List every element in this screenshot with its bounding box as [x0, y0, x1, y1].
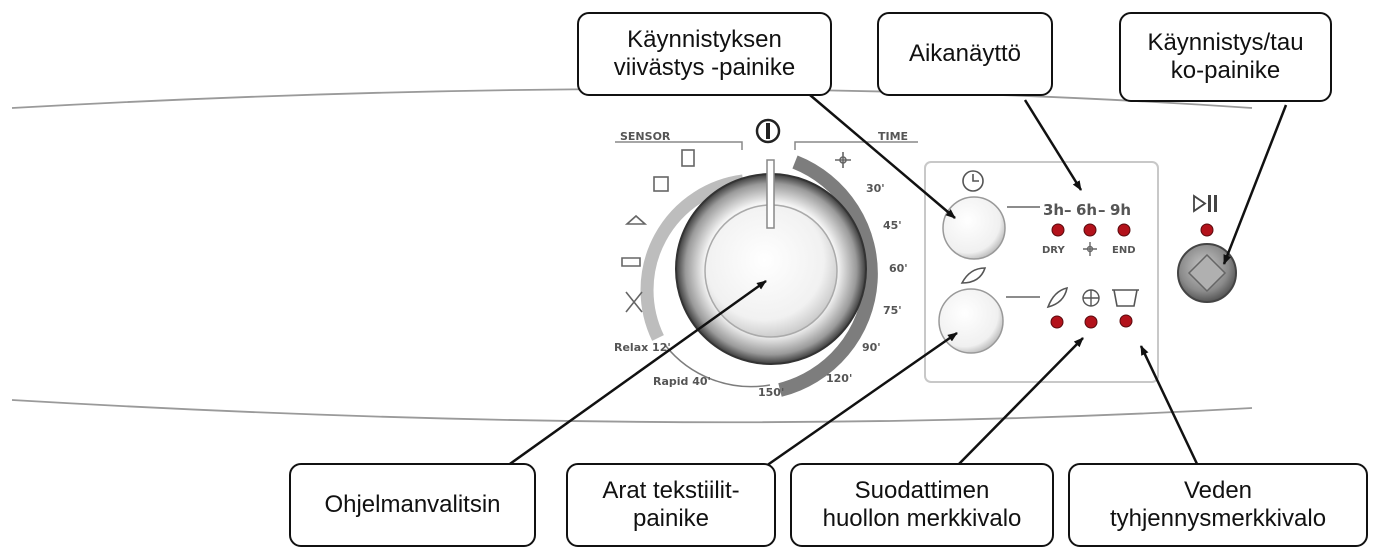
- delay-9h-label: 9h: [1110, 201, 1131, 219]
- delay-6h-label: 6h: [1076, 201, 1097, 219]
- cupboard-dry-icon: [681, 149, 695, 167]
- arrow-start-pause: [1222, 104, 1288, 265]
- time-arc: [778, 155, 878, 397]
- start-pause-callout-line-1: Käynnistys/tau: [1147, 29, 1304, 56]
- led-9h: [1117, 223, 1131, 237]
- sensor-program-icons: [621, 149, 695, 313]
- arrow-delicate-button: [765, 331, 958, 468]
- delicate-button-callout-line-2: painike: [632, 505, 710, 532]
- time-bracket: [794, 141, 918, 150]
- delicate-textiles-button[interactable]: [938, 288, 1004, 354]
- power-icon: [755, 118, 781, 144]
- start-button-diamond: [1187, 253, 1227, 293]
- delay-button-callout: Käynnistyksen viivästys -painike: [577, 12, 832, 96]
- iron-dry-icon: [621, 257, 641, 267]
- time-mark-30: 30': [866, 182, 885, 195]
- delay-start-button[interactable]: [942, 196, 1006, 260]
- synthetic-icon: [625, 291, 643, 313]
- time-mark-60: 60': [889, 262, 908, 275]
- rapid-label: Rapid 40': [653, 375, 711, 388]
- start-pause-callout: Käynnistys/tau ko-painike: [1119, 12, 1332, 102]
- clock-icon: [962, 170, 984, 192]
- quick-arc-outline: [664, 344, 771, 388]
- time-display-callout-line-1: Aikanäyttö: [908, 40, 1022, 67]
- sensor-label: SENSOR: [620, 130, 671, 143]
- time-mark-120: 120': [826, 372, 852, 385]
- delay-button-callout-line-2: viivästys -painike: [613, 54, 796, 81]
- time-mark-150: 150': [758, 386, 784, 399]
- led-6h: [1083, 223, 1097, 237]
- delay-sep-2: –: [1098, 201, 1106, 219]
- relax-label: Relax 12': [614, 341, 671, 354]
- delicate-feather-icon: [960, 267, 987, 284]
- filter-light-callout-line-1: Suodattimen: [854, 477, 990, 504]
- dial-scale: [615, 141, 918, 397]
- cool-fan-icon: [835, 152, 851, 168]
- play-pause-icon: [1193, 194, 1217, 213]
- delay-button-callout-line-1: Käynnistyksen: [627, 26, 782, 53]
- indicator-leds: [1050, 223, 1214, 329]
- time-mark-45: 45': [883, 219, 902, 232]
- delicate-button-callout-line-1: Arat tekstiilit-: [602, 477, 740, 504]
- sensor-arc: [640, 174, 744, 341]
- sensor-bracket: [615, 141, 743, 150]
- end-label: END: [1112, 245, 1136, 256]
- led-drain: [1119, 314, 1133, 328]
- led-filter: [1084, 315, 1098, 329]
- time-display-callout: Aikanäyttö: [877, 12, 1053, 96]
- drain-light-callout: Veden tyhjennysmerkkivalo: [1068, 463, 1368, 547]
- delay-sep-1: –: [1064, 201, 1072, 219]
- callout-arrows: [506, 94, 1288, 468]
- drain-light-callout-line-2: tyhjennysmerkkivalo: [1109, 505, 1327, 532]
- led-3h: [1051, 223, 1065, 237]
- panel-bottom-edge: [11, 399, 1253, 424]
- delay-3h-label: 3h: [1043, 201, 1064, 219]
- led-delicate: [1050, 315, 1064, 329]
- dry-label: DRY: [1042, 245, 1065, 256]
- drain-light-callout-line-1: Veden: [1183, 477, 1253, 504]
- time-mark-90: 90': [862, 341, 881, 354]
- dial-pointer: [766, 159, 775, 229]
- water-container-icon: [1112, 289, 1139, 307]
- phase-fan-icon: [1083, 242, 1097, 256]
- arrow-drain-light: [1139, 345, 1200, 467]
- filter-light-callout: Suodattimen huollon merkkivalo: [790, 463, 1054, 547]
- program-selector-callout: Ohjelmanvalitsin: [289, 463, 536, 547]
- filter-light-callout-line-2: huollon merkkivalo: [822, 505, 1022, 532]
- arrow-filter-light: [956, 337, 1084, 467]
- start-pause-callout-line-2: ko-painike: [1170, 57, 1281, 84]
- time-mark-75: 75': [883, 304, 902, 317]
- led-start-pause: [1200, 223, 1214, 237]
- arrow-program-selector: [506, 279, 767, 468]
- storage-dry-icon: [653, 176, 669, 192]
- feather-icon: [1046, 286, 1069, 309]
- time-label: TIME: [878, 130, 908, 143]
- delicate-button-callout: Arat tekstiilit- painike: [566, 463, 776, 547]
- program-selector-callout-line-1: Ohjelmanvalitsin: [324, 491, 501, 518]
- arrow-time-display: [1023, 99, 1083, 191]
- arrow-delay-button: [809, 94, 956, 219]
- hanger-dry-icon: [624, 214, 648, 225]
- filter-icon: [1082, 289, 1100, 307]
